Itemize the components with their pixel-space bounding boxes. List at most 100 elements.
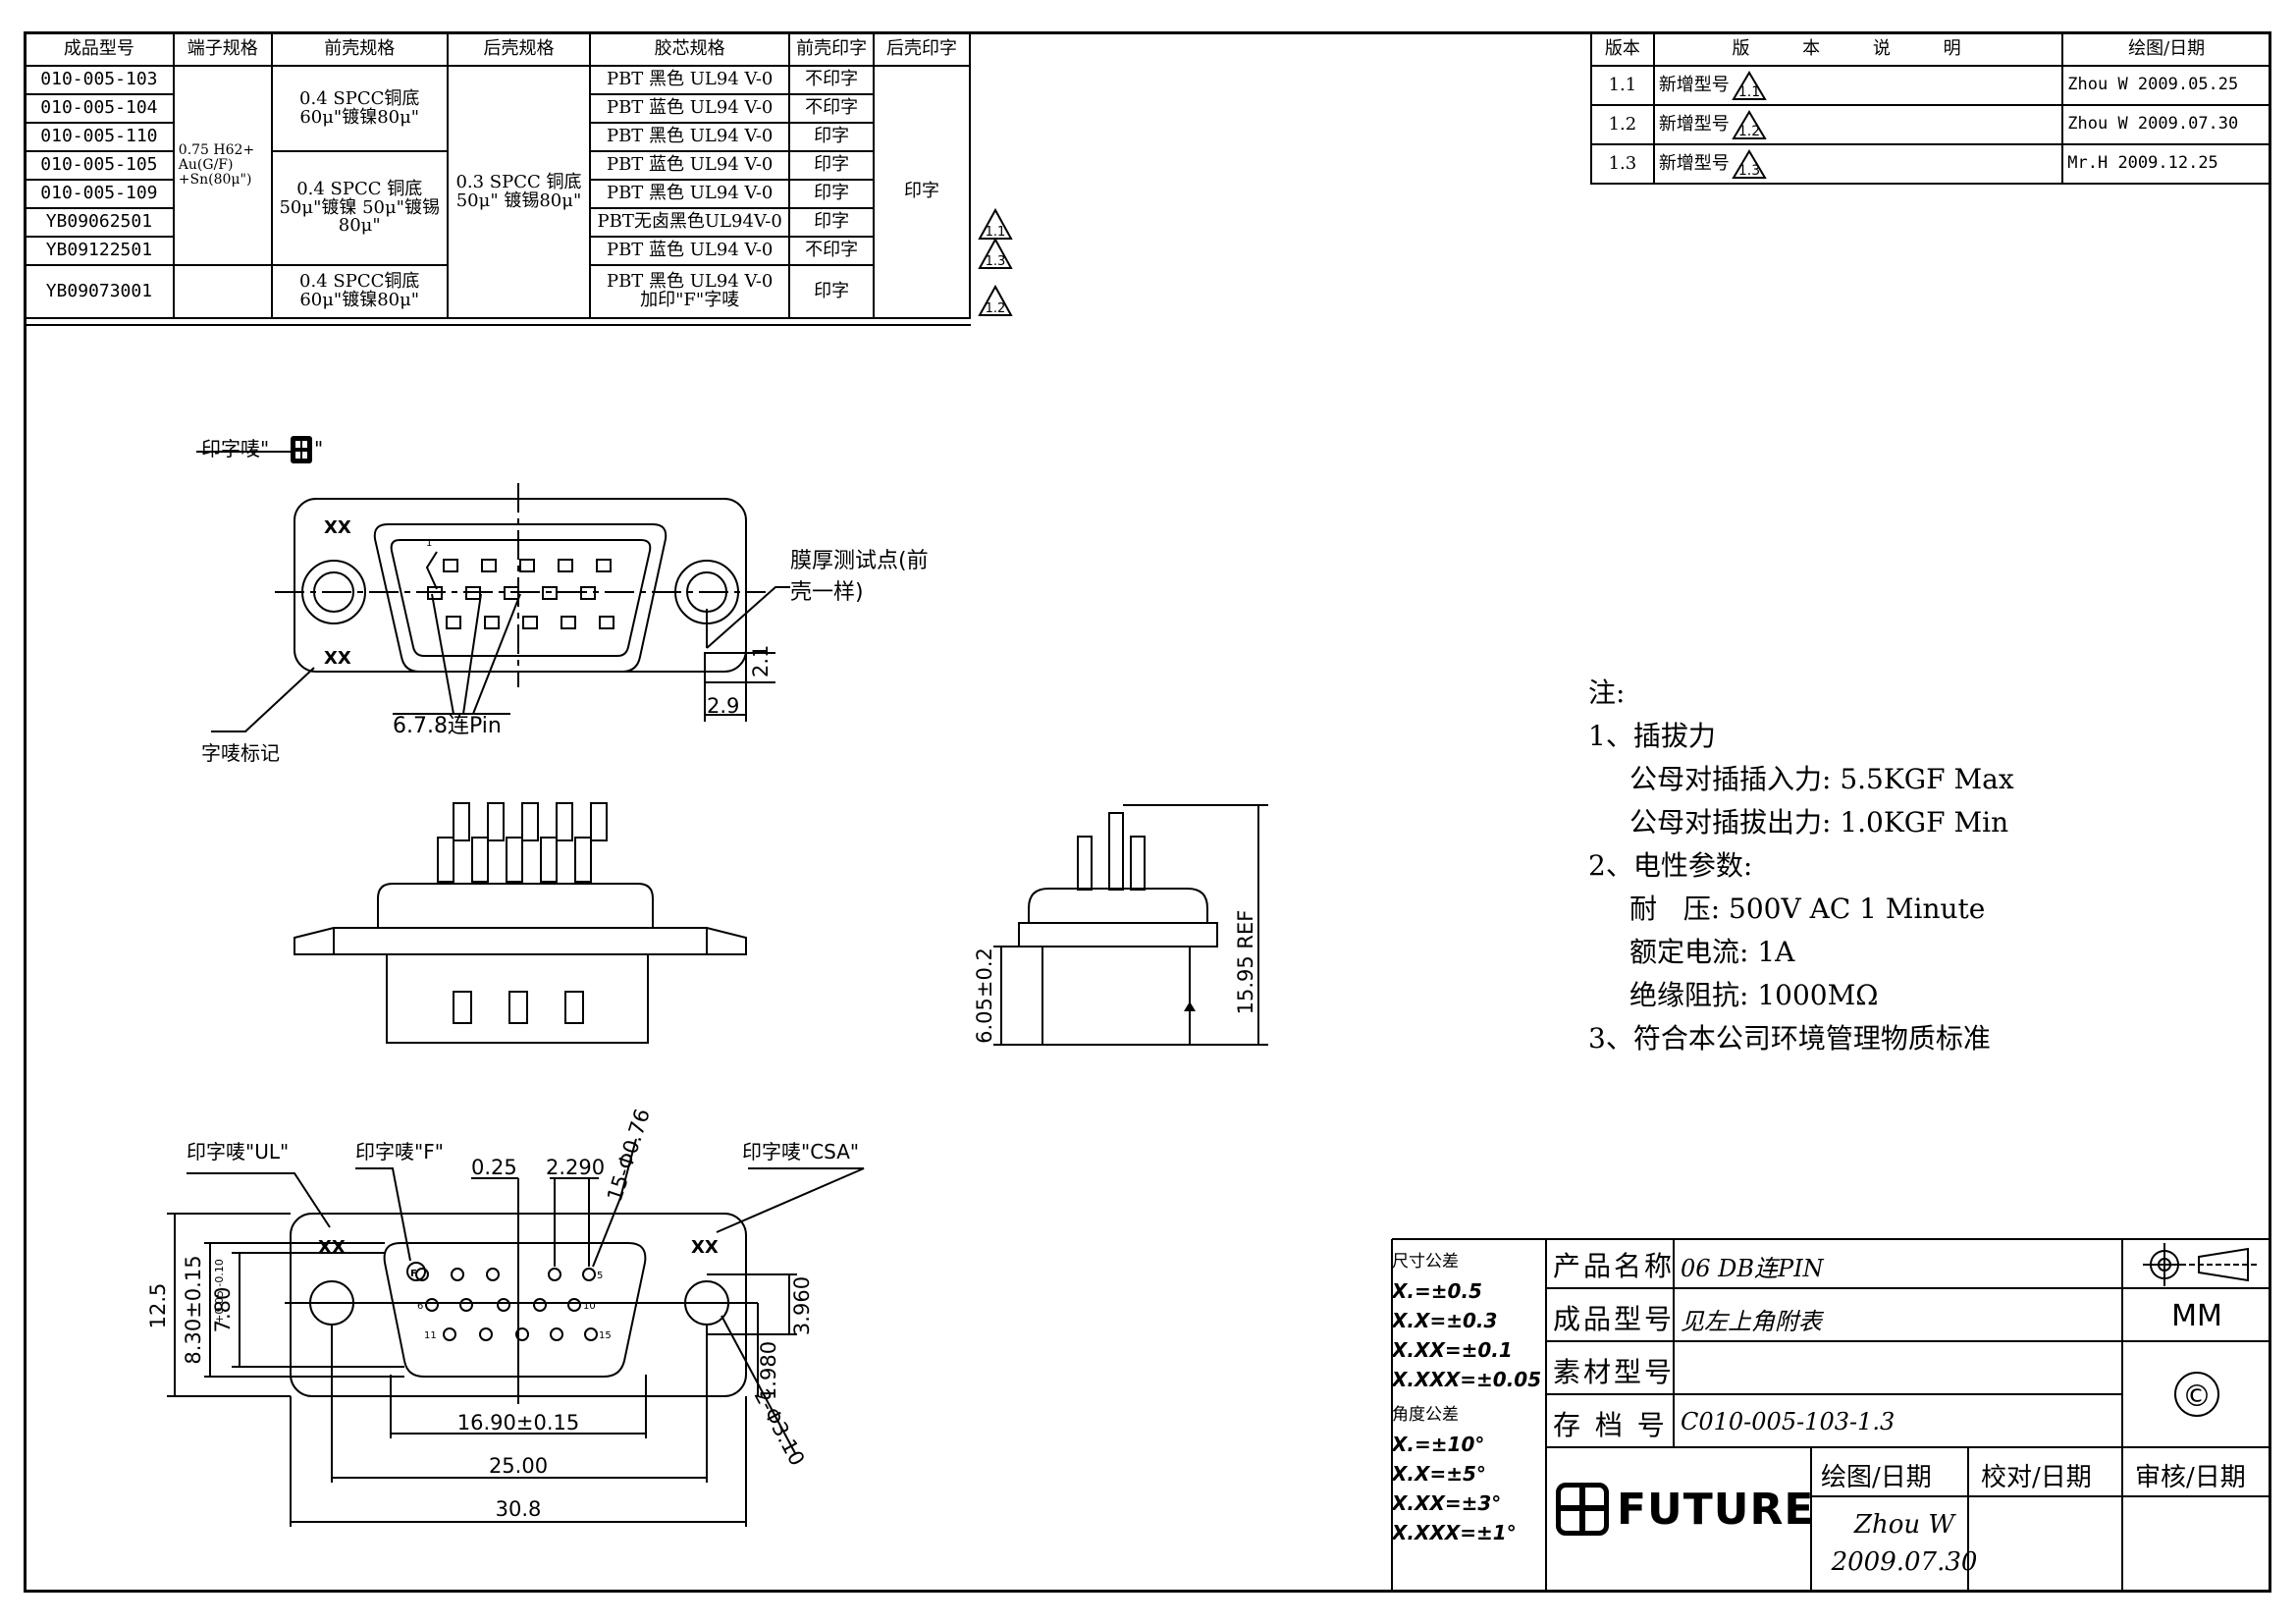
xx-mark: XX <box>691 1237 719 1258</box>
drawn-date: 2009.07.30 <box>1831 1547 1978 1577</box>
tolerance-item: X.XX=±0.1 <box>1392 1338 1513 1362</box>
future-logo-icon <box>1556 1483 1609 1536</box>
col-header: 前壳印字 <box>788 32 876 67</box>
version-description: 新增型号 1.2 <box>1652 104 2064 145</box>
pin-label: 10 <box>583 1301 596 1312</box>
version-author-date: Zhou W 2009.05.25 <box>2061 65 2271 106</box>
spec-table: 成品型号 端子规格 前壳规格 后壳规格 胶芯规格 前壳印字 后壳印字 010-0… <box>24 32 971 319</box>
front-view <box>196 451 790 732</box>
tolerance-item: X.=±10° <box>1392 1433 1485 1456</box>
note-item: 额定电流: 1A <box>1629 936 1795 968</box>
pin-label: 1 <box>426 538 432 549</box>
version-author-date: Zhou W 2009.07.30 <box>2061 104 2271 145</box>
revision-mark: 1.2 <box>1738 124 1760 139</box>
front-print: 不印字 <box>788 236 876 266</box>
revision-mark: 1.1 <box>1738 84 1760 100</box>
tolerance-item: X.=±0.5 <box>1392 1279 1482 1303</box>
company-name: FUTURE <box>1617 1484 1815 1535</box>
version-description: 新增型号 1.1 <box>1652 65 2064 106</box>
rear-print: 印字 <box>873 65 971 319</box>
dim-12-5: 12.5 <box>146 1283 170 1329</box>
revision-mark: 1.3 <box>1738 163 1760 179</box>
dim-7-80: 7.80 <box>211 1287 235 1333</box>
insulator-spec: PBT 蓝色 UL94 V-0 <box>589 150 791 181</box>
col-header: 后壳规格 <box>446 32 592 67</box>
front-shell-spec-c: 0.4 SPCC铜底 60μ"镀镍80μ" <box>270 264 449 319</box>
col-header: 成品型号 <box>24 32 175 67</box>
front-print: 印字 <box>788 264 876 319</box>
terminal-spec: 0.75 H62+ Au(G/F) +Sn(80μ") <box>172 65 273 266</box>
note-item: 耐 压: 500V AC 1 Minute <box>1629 893 1986 925</box>
version-description: 新增型号 1.3 <box>1652 143 2064 185</box>
dim-30-8: 30.8 <box>496 1497 542 1521</box>
archive-label: 存 档 号 <box>1553 1409 1668 1441</box>
tolerance-item: X.X=±5° <box>1392 1462 1486 1486</box>
pin-label: 11 <box>424 1330 437 1341</box>
dim-0-25: 0.25 <box>471 1156 517 1179</box>
note-item: 2、电性参数: <box>1588 849 1753 882</box>
dim-16-90: 16.90±0.15 <box>457 1411 579 1435</box>
profile-view <box>993 804 1268 1046</box>
part-no-value: 见左上角附表 <box>1681 1308 1822 1335</box>
front-print: 不印字 <box>788 93 876 124</box>
note-item: 3、符合本公司环境管理物质标准 <box>1588 1022 1991 1055</box>
archive-value: C010-005-103-1.3 <box>1681 1408 1896 1435</box>
front-shell-spec-a: 0.4 SPCC铜底 60μ"镀镍80μ" <box>270 65 449 152</box>
projection-symbol-icon <box>2143 1243 2258 1286</box>
pin-label: 15 <box>599 1330 612 1341</box>
print-csa-label: 印字唛"CSA" <box>742 1140 859 1164</box>
insulator-spec: PBT 黑色 UL94 V-0 <box>589 122 791 152</box>
version-text: 新增型号 <box>1658 75 1730 95</box>
print-ul-label: 印字唛"UL" <box>187 1140 289 1164</box>
part-number: 010-005-109 <box>24 179 175 209</box>
pin-label: F <box>410 1269 417 1279</box>
insulator-spec: PBT 黑色 UL94 V-0 <box>589 179 791 209</box>
product-name-value: 06 DB连PIN <box>1681 1255 1824 1282</box>
copyright-circle-icon <box>2174 1372 2219 1417</box>
insulator-spec: PBT 蓝色 UL94 V-0 <box>589 93 791 124</box>
revision-mark: 1.1 <box>986 225 1006 240</box>
unit-label: MM <box>2171 1299 2222 1333</box>
mark-label: 字唛标记 <box>201 741 280 765</box>
insulator-spec: PBT 黑色 UL94 V-0 <box>589 65 791 95</box>
col-header: 后壳印字 <box>873 32 971 67</box>
dim-7-80-tol: +0.05 -0.10 <box>213 1259 226 1324</box>
tolerance-block: 尺寸公差 X.=±0.5 X.X=±0.3 X.XX=±0.1 X.XXX=±0… <box>1392 1239 1541 1547</box>
insulator-spec: PBT 蓝色 UL94 V-0 <box>589 236 791 266</box>
xx-mark: XX <box>324 648 351 669</box>
part-number: 010-005-103 <box>24 65 175 95</box>
part-number: YB09062501 <box>24 207 175 238</box>
col-header: 版本 <box>1590 32 1655 67</box>
revision-triangle-icon: 1.1 <box>1732 71 1767 100</box>
approved-label: 审核/日期 <box>2135 1463 2246 1492</box>
tolerance-item: X.X=±0.3 <box>1392 1309 1498 1332</box>
dim-8-30: 8.30±0.15 <box>182 1255 205 1364</box>
print-mark-label: 印字唛" <box>201 437 269 460</box>
note-item: 绝缘阻抗: 1000MΩ <box>1629 979 1879 1011</box>
col-header: 前壳规格 <box>270 32 449 67</box>
col-header: 端子规格 <box>172 32 273 67</box>
insulator-spec: PBT 黑色 UL94 V-0 加印"F"字唛 <box>589 264 791 319</box>
version-text: 新增型号 <box>1658 114 1730 135</box>
version-text: 新增型号 <box>1658 153 1730 174</box>
dim-2-9: 2.9 <box>707 694 739 718</box>
product-name-label: 产品名称 <box>1553 1250 1676 1282</box>
col-header: 胶芯规格 <box>589 32 791 67</box>
part-number: 010-005-104 <box>24 93 175 124</box>
front-shell-spec-b: 0.4 SPCC 铜底50μ"镀镍 50μ"镀锡80μ" <box>270 150 449 266</box>
dim-pin-diameter: 15-Φ0.76 <box>603 1106 655 1204</box>
drawn-label: 绘图/日期 <box>1821 1463 1932 1492</box>
film-test-label: 壳一样) <box>790 580 864 605</box>
part-number: 010-005-105 <box>24 150 175 181</box>
revision-mark: 1.2 <box>986 301 1006 316</box>
print-mark-symbol-icon <box>291 436 312 463</box>
version-number: 1.3 <box>1590 143 1655 185</box>
col-header: 版 本 说 明 <box>1652 32 2064 67</box>
copyright-mark: © <box>2182 1380 2212 1414</box>
drawn-by: Zhou W <box>1853 1510 1955 1540</box>
xx-mark: XX <box>324 517 351 538</box>
front-print: 印字 <box>788 179 876 209</box>
dim-tolerance-title: 尺寸公差 <box>1392 1252 1459 1272</box>
